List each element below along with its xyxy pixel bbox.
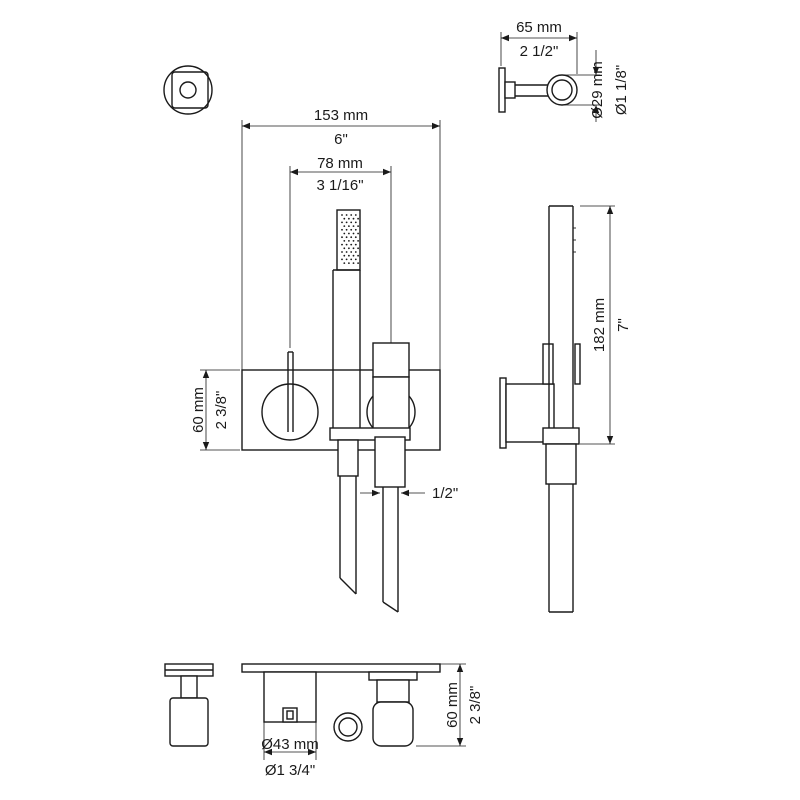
- nozzle-dot: [352, 247, 355, 250]
- dim-label-inner-width-in: 3 1/16": [316, 177, 363, 194]
- knob-side-view: [164, 663, 214, 747]
- nozzle-dot: [341, 251, 343, 253]
- nozzle-dot: [354, 221, 357, 224]
- nozzle-dot: [345, 236, 348, 239]
- nozzle-dot: [354, 236, 357, 239]
- nozzle-dot: [348, 232, 350, 235]
- dim-shower-height: 182 mm 7": [580, 205, 632, 445]
- nozzle-dot: [341, 228, 343, 231]
- dim-label-hose-thread: 1/2": [432, 485, 458, 502]
- dim-label-side-dia-in: Ø1 1/8": [613, 65, 630, 115]
- nozzle-dot: [352, 232, 355, 235]
- nozzle-dot: [354, 243, 357, 246]
- nozzle-dot: [350, 228, 353, 231]
- nozzle-dot: [343, 217, 346, 220]
- dim-label-plate-height-mm: 60 mm: [190, 387, 207, 433]
- dim-label-side-width-in: 2 1/2": [520, 43, 559, 60]
- nozzle-dot: [354, 214, 357, 216]
- nozzle-dot: [341, 258, 343, 261]
- front-view: [241, 209, 441, 613]
- nozzle-dot: [343, 262, 346, 264]
- nozzle-dot: [343, 254, 346, 257]
- dim-label-side-dia-mm: Ø29 mm: [589, 61, 606, 119]
- knob-top-view: [163, 65, 213, 115]
- dim-label-total-width-in: 6": [334, 131, 348, 148]
- nozzle-dot: [350, 258, 353, 261]
- nozzle-dot: [343, 247, 346, 250]
- nozzle-dot: [350, 214, 353, 216]
- nozzle-dot: [348, 247, 350, 250]
- dim-label-bottom-dia-mm: Ø43 mm: [261, 736, 319, 753]
- dim-bottom-diameter: Ø43 mm Ø1 3/4": [261, 722, 319, 779]
- dim-hose-thread: 1/2": [360, 485, 458, 502]
- nozzle-dot: [354, 228, 357, 231]
- nozzle-dot: [345, 258, 348, 261]
- nozzle-dot: [352, 225, 355, 228]
- nozzle-dot: [343, 240, 346, 242]
- nozzle-dot: [348, 254, 350, 257]
- dim-label-total-width-mm: 153 mm: [314, 107, 368, 124]
- nozzle-dot: [345, 214, 348, 216]
- nozzle-dot: [348, 262, 350, 264]
- plan-view: [241, 663, 441, 747]
- nozzle-dot: [345, 221, 348, 224]
- dim-total-width: 153 mm 6": [241, 107, 441, 370]
- nozzle-dot: [357, 217, 359, 220]
- nozzle-dot: [341, 221, 343, 224]
- nozzle-dot: [350, 236, 353, 239]
- nozzle-dot: [357, 254, 359, 257]
- nozzle-dot: [343, 225, 346, 228]
- dim-label-bottom-dia-in: Ø1 3/4": [265, 762, 315, 779]
- nozzle-dot: [341, 236, 343, 239]
- nozzle-dot: [348, 225, 350, 228]
- nozzle-dot: [357, 232, 359, 235]
- dim-plate-height: 60 mm 2 3/8": [190, 369, 240, 451]
- nozzle-dot: [352, 240, 355, 242]
- nozzle-dot: [348, 240, 350, 242]
- nozzle-dot: [357, 225, 359, 228]
- nozzle-dot: [357, 247, 359, 250]
- dim-label-plate-height-in: 2 3/8": [213, 391, 230, 430]
- nozzle-dot: [348, 217, 350, 220]
- nozzle-dot: [354, 258, 357, 261]
- nozzle-dot: [354, 251, 357, 253]
- nozzle-dot: [350, 251, 353, 253]
- nozzle-dot: [343, 232, 346, 235]
- nozzle-dot: [345, 251, 348, 253]
- nozzle-dot: [352, 262, 355, 264]
- dim-holder-width: 65 mm 2 1/2": [500, 19, 578, 74]
- nozzle-dot: [341, 243, 343, 246]
- nozzle-dot: [345, 228, 348, 231]
- nozzle-dot: [352, 217, 355, 220]
- right-side-view: [499, 205, 581, 613]
- dim-label-bottom-height-in: 2 3/8": [467, 686, 484, 725]
- dim-label-shower-height-mm: 182 mm: [591, 298, 608, 352]
- dim-label-inner-width-mm: 78 mm: [317, 155, 363, 172]
- nozzle-dot: [352, 254, 355, 257]
- dim-holder-diameter: Ø29 mm Ø1 1/8": [562, 50, 630, 122]
- holder-side-view: [498, 67, 578, 113]
- dim-label-side-width-mm: 65 mm: [516, 19, 562, 36]
- nozzle-dot: [357, 262, 359, 264]
- nozzle-dot: [350, 243, 353, 246]
- nozzle-dot: [357, 240, 359, 242]
- nozzle-dot: [341, 214, 343, 216]
- dim-label-shower-height-in: 7": [615, 318, 632, 332]
- dim-bottom-height: 60 mm 2 3/8": [416, 663, 484, 747]
- dim-label-bottom-height-mm: 60 mm: [444, 682, 461, 728]
- dim-inner-width: 78 mm 3 1/16": [289, 155, 392, 348]
- nozzle-dot: [350, 221, 353, 224]
- spray-nozzles: [341, 214, 359, 264]
- nozzle-dot: [345, 243, 348, 246]
